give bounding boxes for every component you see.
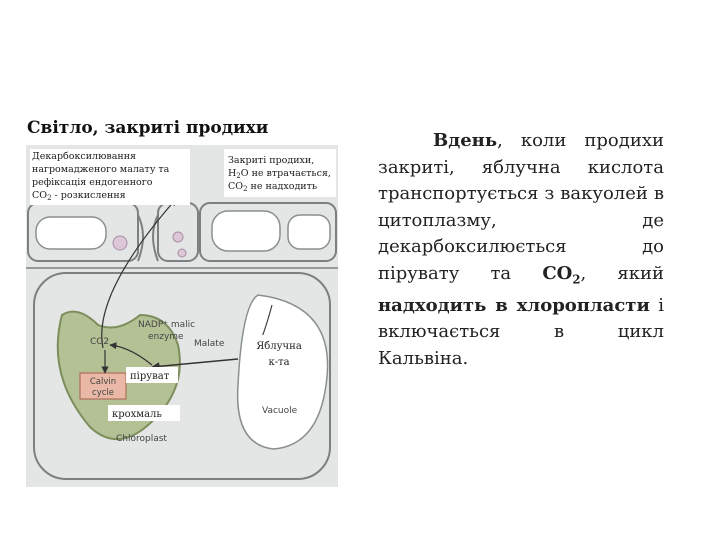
malic-acid-label-1: Яблучна: [256, 341, 302, 352]
vacuole-label: Vacuole: [262, 406, 298, 416]
stoma: [137, 214, 159, 262]
starch-label: крохмаль: [112, 409, 162, 420]
description-co2: СО2: [542, 262, 581, 287]
left-box-line-1: Декарбоксилювання: [32, 151, 136, 162]
description-chloroplasts: надходить в хлоропласти: [378, 294, 650, 316]
malate-label: Malate: [194, 339, 225, 349]
malic-acid-label-2: к-та: [268, 357, 289, 368]
epidermis-cells: [27, 202, 337, 262]
description-part-4: , який: [580, 262, 665, 284]
description-part-6: і включається в цикл Кальвіна.: [378, 294, 664, 369]
label-box-left: [30, 149, 190, 205]
left-box-line-4: CO2 - розкислення: [32, 190, 126, 202]
right-box-line-2: H2O не втрачається,: [228, 168, 331, 180]
chloroplast-label: Chloroplast: [116, 434, 167, 444]
left-box-line-2: нагромадженого малату та: [32, 164, 170, 175]
enzyme-label-1: NADP⁺ malic: [138, 320, 195, 330]
label-box-right: [224, 149, 336, 197]
description-text: Вдень, коли продихи закриті, яблучна кис…: [378, 128, 664, 372]
cam-cell-diagram: Декарбоксилювання нагромадженого малату …: [26, 145, 338, 487]
right-box-line-1: Закриті продихи,: [228, 155, 314, 166]
right-box-line-3: CO2 не надходить: [228, 181, 317, 193]
co2-label: CO2: [90, 337, 109, 347]
left-box-line-3: рефіксація ендогенного: [32, 177, 153, 188]
calvin-label-2: cycle: [92, 388, 114, 398]
pyruvate-label: піруват: [130, 371, 170, 382]
enzyme-label-2: enzyme: [148, 332, 184, 342]
description-day: Вдень: [433, 130, 498, 151]
calvin-label-1: Calvin: [90, 377, 116, 387]
description-part-2: , коли продихи закриті, яблучна кислота …: [378, 130, 664, 284]
slide-heading: Світло, закриті продихи: [27, 118, 269, 138]
